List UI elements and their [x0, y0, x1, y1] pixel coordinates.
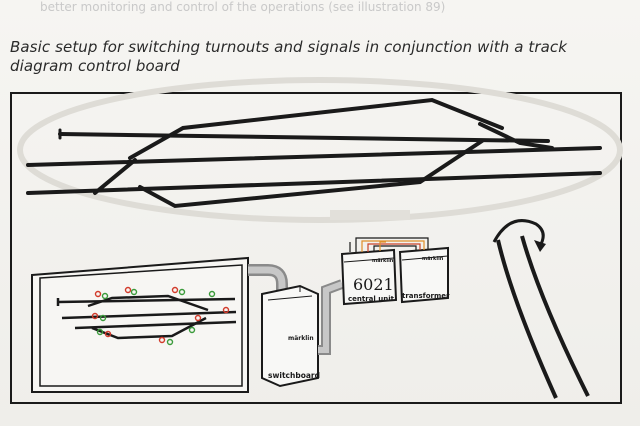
track-middle: [26, 146, 602, 167]
transformer-brand: märklin: [422, 256, 444, 262]
main-track-plan: [26, 97, 602, 209]
track-bottom: [26, 171, 602, 195]
transformer-unit: märklin transformer: [398, 246, 450, 304]
track-top: [58, 132, 550, 143]
power-wiring: [349, 237, 429, 252]
curve-rail-outer: [520, 235, 590, 397]
transformer-label: transformer: [402, 292, 450, 300]
track-diagram-panel: [31, 256, 249, 393]
switchboard-unit: märklin switchboard: [261, 284, 320, 388]
figure-frame: [10, 92, 622, 404]
background-oval: [17, 77, 623, 223]
panel-signal-lamps: [91, 286, 230, 346]
rotate-arrow: [492, 219, 545, 247]
handwritten-model-number: 6021: [353, 275, 394, 294]
curve-rail-inner: [496, 239, 558, 399]
central-unit-brand: märklin: [372, 258, 394, 264]
header-ghost-text: better monitoring and control of the ope…: [40, 0, 446, 14]
panel-front: [39, 264, 243, 387]
rotate-arrow-head: [534, 240, 546, 252]
crossover-right: [478, 122, 554, 150]
crossover-left: [93, 158, 137, 195]
curved-track: [492, 219, 590, 399]
background-smudge: [330, 210, 410, 220]
switchboard-brand: märklin: [288, 335, 314, 342]
track-lower-siding: [138, 139, 484, 209]
switchboard-label: switchboard: [268, 371, 320, 380]
caption-line-2: diagram control board: [10, 57, 180, 75]
central-unit-label: central unit: [348, 295, 395, 303]
ribbon-cable-panel: [248, 264, 288, 300]
ribbon-cable-central: [318, 279, 344, 355]
track-upper-siding: [128, 97, 504, 160]
central-unit: märklin 6021 central unit: [340, 248, 398, 306]
caption-line-1: Basic setup for switching turnouts and s…: [10, 38, 568, 56]
figure-caption: Basic setup for switching turnouts and s…: [10, 38, 620, 76]
